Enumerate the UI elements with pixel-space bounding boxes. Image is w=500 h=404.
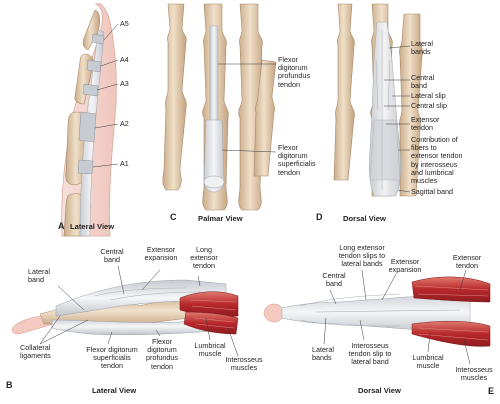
panel-c-caption: Palmar View <box>198 214 243 223</box>
panel-e-finger <box>263 269 491 365</box>
panel-b-letter: B <box>6 380 13 390</box>
panel-e-caption: Dorsal View <box>358 386 401 395</box>
pulley-a4-label: A4 <box>120 55 129 64</box>
panel-e-letter: E <box>488 386 495 396</box>
panel-a-letter: A <box>58 221 65 231</box>
central-slip-label: Central slip <box>411 101 447 110</box>
sagittal-band-label: Sagittal band <box>411 187 453 196</box>
panel-b-caption: Lateral View <box>92 386 137 395</box>
panel-c-letter: C <box>170 212 177 222</box>
pulley-a3-label: A3 <box>120 79 129 88</box>
lateral-slip-label: Lateral slip <box>411 91 446 100</box>
panel-c-hand <box>162 3 277 211</box>
panel-a-finger <box>61 3 119 237</box>
panel-d-letter: D <box>316 212 323 222</box>
pulley-a1-label: A1 <box>120 159 129 168</box>
pulley-a2-label: A2 <box>120 119 129 128</box>
panel-d-hand <box>333 3 423 197</box>
pulley-a5-label: A5 <box>120 19 129 28</box>
panel-a-caption: Lateral View <box>70 222 115 231</box>
panel-d-caption: Dorsal View <box>343 214 386 223</box>
panel-b-finger <box>11 265 239 357</box>
